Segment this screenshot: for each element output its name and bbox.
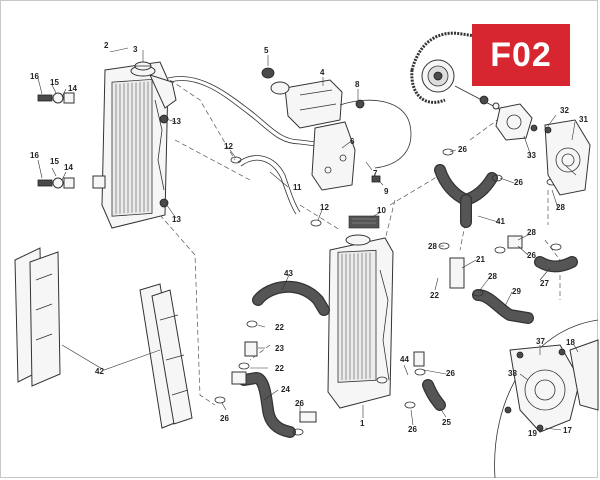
callout-44: 44: [400, 355, 409, 364]
callout-43: 43: [284, 269, 293, 278]
callout-11: 11: [293, 183, 302, 192]
radiator-right: [327, 234, 394, 409]
callout-2: 2: [104, 41, 109, 50]
callout-23: 23: [275, 344, 284, 353]
callout-1: 1: [360, 419, 365, 428]
callout-22b: 22: [275, 364, 284, 373]
callout-31: 31: [579, 115, 588, 124]
callout-17: 17: [563, 426, 572, 435]
callout-19: 19: [528, 429, 537, 438]
callout-14a: 14: [68, 84, 77, 93]
callout-4: 4: [320, 68, 325, 77]
radiator-cap: [130, 61, 156, 77]
radiator-guards: [14, 247, 193, 429]
callout-16a: 16: [30, 72, 39, 81]
callout-labels: 2 3 5 4 8 6 7 9 10 11 12 12 13 13 16 15 …: [30, 41, 588, 438]
callout-26c: 26: [446, 369, 455, 378]
callout-18: 18: [566, 338, 575, 347]
section-code-badge: F02: [472, 24, 570, 86]
callout-26b: 26: [295, 399, 304, 408]
callout-3: 3: [133, 45, 138, 54]
callout-32: 32: [560, 106, 569, 115]
heat-shield-pad: [348, 215, 380, 229]
expansion-tank: [261, 67, 343, 129]
water-pump: [454, 85, 591, 196]
callout-38: 38: [508, 369, 517, 378]
overflow-hose: [167, 76, 341, 215]
radiator-bolts-left: [37, 92, 169, 208]
callout-13b: 13: [172, 215, 181, 224]
callout-24: 24: [281, 385, 290, 394]
callout-15a: 15: [50, 78, 59, 87]
callout-21: 21: [476, 255, 485, 264]
callout-25: 25: [442, 418, 451, 427]
timing-chain-sprocket: [410, 31, 476, 104]
callout-13a: 13: [172, 117, 181, 126]
callout-42: 42: [95, 367, 104, 376]
callout-29: 29: [512, 287, 521, 296]
callout-41: 41: [496, 217, 505, 226]
callout-26d: 26: [408, 425, 417, 434]
callout-26f: 26: [514, 178, 523, 187]
callout-10: 10: [377, 206, 386, 215]
callout-16b: 16: [30, 151, 39, 160]
callout-9: 9: [384, 187, 389, 196]
pipe-fittings: [231, 235, 523, 423]
callout-33: 33: [527, 151, 536, 160]
radiator-left: [92, 61, 177, 229]
callout-37: 37: [536, 337, 545, 346]
callout-28c: 28: [527, 228, 536, 237]
y-hose: [434, 164, 498, 228]
callout-8: 8: [355, 80, 360, 89]
callout-12a: 12: [224, 142, 233, 151]
callout-26a: 26: [220, 414, 229, 423]
callout-27: 27: [540, 279, 549, 288]
callout-6: 6: [350, 137, 355, 146]
callout-28a: 28: [428, 242, 437, 251]
callout-26g: 26: [527, 251, 536, 260]
callout-14b: 14: [64, 163, 73, 172]
callout-28d: 28: [556, 203, 565, 212]
callout-22c: 22: [430, 291, 439, 300]
callout-5: 5: [264, 46, 269, 55]
leader-lines: [37, 47, 579, 432]
tank-hose: [339, 99, 412, 169]
hose-clamps: [214, 148, 562, 436]
inset-detail: [494, 319, 599, 479]
tank-bracket: [311, 121, 381, 191]
callout-15b: 15: [50, 157, 59, 166]
section-code-text: F02: [490, 35, 552, 74]
callout-28b: 28: [488, 272, 497, 281]
callout-7: 7: [373, 169, 378, 178]
callout-22a: 22: [275, 323, 284, 332]
callout-26e: 26: [458, 145, 467, 154]
callout-12b: 12: [320, 203, 329, 212]
